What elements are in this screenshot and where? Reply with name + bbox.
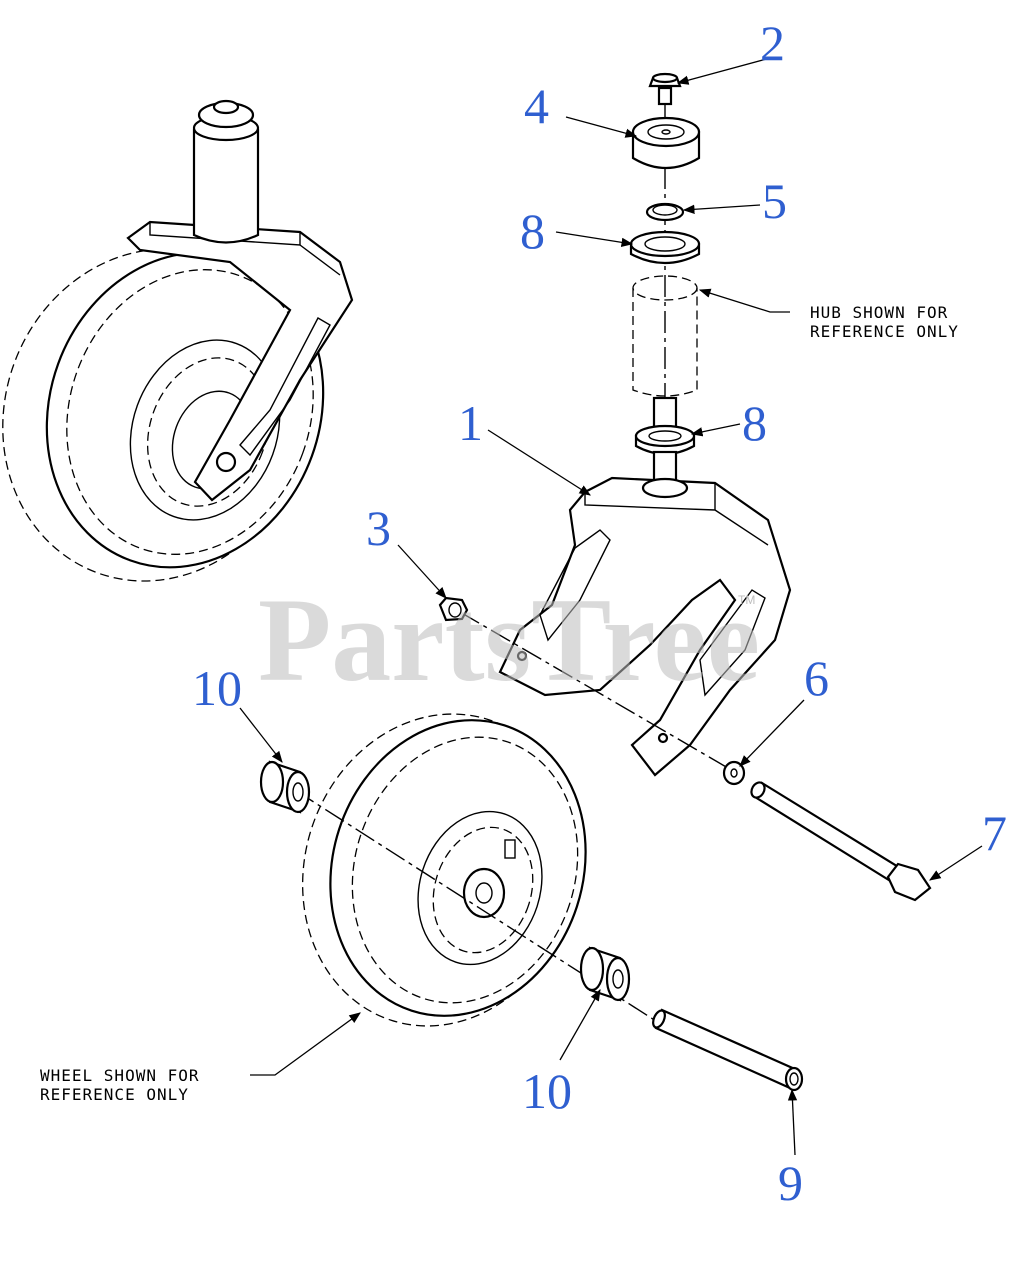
part-9-axle-tube: [652, 1008, 804, 1092]
assembled-caster-reference: [2, 99, 354, 582]
callout-10-lower: 10: [522, 1063, 572, 1119]
part-3-nut: [438, 596, 469, 622]
callout-4: 4: [524, 78, 549, 134]
part-7-bolt: [750, 781, 932, 902]
part-2-bolt: [648, 72, 682, 106]
callout-6: 6: [804, 650, 829, 706]
part-8-bearing-lower: [634, 424, 696, 484]
callout-2: 2: [760, 15, 785, 71]
callout-10-left: 10: [192, 660, 242, 716]
callout-3: 3: [366, 500, 391, 556]
leader-lines: [239, 57, 983, 1156]
wheel-note-line2: REFERENCE ONLY: [40, 1085, 189, 1104]
callout-9: 9: [778, 1155, 803, 1211]
part-10-spacer-left: [259, 760, 311, 814]
callout-5: 5: [762, 173, 787, 229]
part-5-seal: [645, 202, 685, 222]
part-4-cap: [631, 116, 701, 169]
callout-1: 1: [458, 395, 483, 451]
part-1-fork: [498, 476, 792, 777]
callout-7: 7: [982, 805, 1007, 861]
part-6-washer: [722, 760, 746, 786]
wheel-note-line1: WHEEL SHOWN FOR: [40, 1066, 200, 1085]
hub-note-line1: HUB SHOWN FOR: [810, 303, 948, 322]
part-10-spacer-right: [579, 946, 631, 1002]
callout-8-lower: 8: [742, 395, 767, 451]
callout-8-upper: 8: [520, 203, 545, 259]
watermark-trademark: TM: [738, 593, 755, 607]
wheel-reference: [301, 713, 587, 1027]
part-8-bearing-upper: [629, 230, 701, 264]
hub-note-line2: REFERENCE ONLY: [810, 322, 959, 341]
watermark-text: PartsTree: [258, 573, 760, 706]
